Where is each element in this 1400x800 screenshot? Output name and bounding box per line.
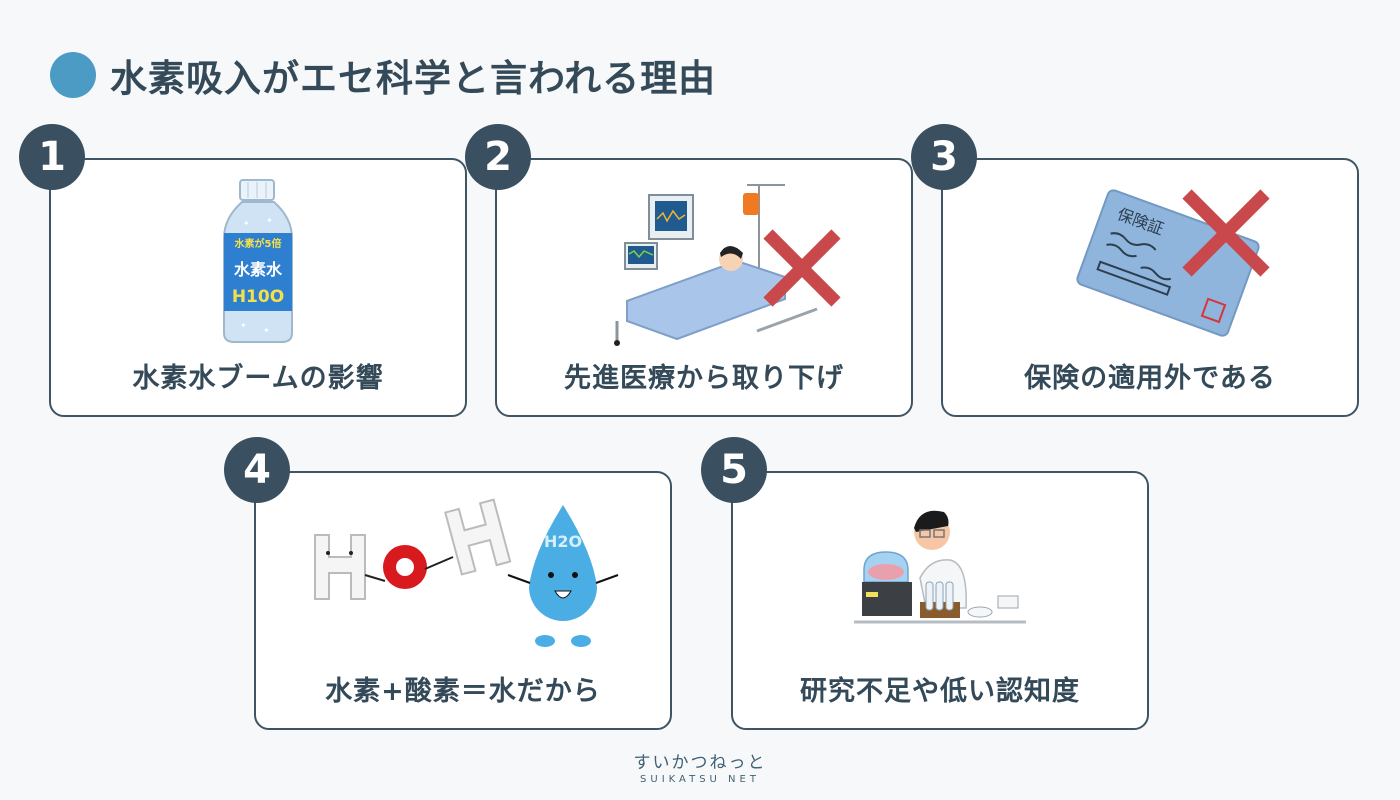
number-badge: 2 — [465, 124, 531, 190]
svg-text:水素が5倍: 水素が5倍 — [234, 237, 282, 250]
logo-english: SUIKATSU NET — [640, 774, 760, 785]
reason-card-4: 4 H2O 水素+酸素＝水だから — [224, 437, 672, 730]
card-label: 水素水ブームの影響 — [132, 363, 384, 394]
page-header: 水素吸入がエセ科学と言われる理由 — [50, 50, 716, 100]
svg-text:H10O: H10O — [232, 287, 284, 307]
number-badge: 1 — [19, 124, 85, 190]
card-label: 先進医療から取り下げ — [564, 363, 844, 394]
svg-text:水素水: 水素水 — [234, 260, 283, 279]
scientist-lab-illustration — [733, 493, 1147, 653]
h2o-characters-illustration: H2O — [256, 483, 670, 658]
card-label: 保険の適用外である — [1024, 363, 1276, 394]
site-logo: すいかつねっと SUIKATSU NET — [600, 748, 800, 785]
card-label: 水素+酸素＝水だから — [325, 676, 601, 707]
reason-card-3: 3 保険証 保険の適用外である — [911, 124, 1359, 417]
reason-card-1: 1 水素が5倍 水素水 H10O ✦ ✦ ✦ ✦ 水素水ブームの影響 — [19, 124, 467, 417]
cross-mark-icon — [1182, 189, 1270, 277]
number-badge: 4 — [224, 437, 290, 503]
insurance-card-illustration: 保険証 — [1053, 178, 1283, 348]
page-title: 水素吸入がエセ科学と言われる理由 — [110, 57, 717, 100]
cross-mark-icon — [763, 229, 841, 307]
card-label: 研究不足や低い認知度 — [800, 676, 1080, 707]
svg-text:✦: ✦ — [266, 216, 273, 225]
hospital-bed-illustration — [607, 178, 847, 348]
reason-card-5: 5 研究不足や低い認知度 — [701, 437, 1149, 730]
svg-text:✦: ✦ — [243, 219, 250, 228]
water-bottle-illustration: 水素が5倍 水素水 H10O ✦ ✦ ✦ ✦ — [51, 178, 465, 348]
svg-text:✦: ✦ — [263, 326, 270, 335]
number-badge: 5 — [701, 437, 767, 503]
reason-card-2: 2 先進医療から取り下げ — [465, 124, 913, 417]
logo-japanese: すいかつねっと — [633, 753, 767, 773]
svg-text:✦: ✦ — [240, 321, 247, 330]
number-badge: 3 — [911, 124, 977, 190]
svg-text:H2O: H2O — [544, 532, 582, 551]
title-bullet-icon — [50, 52, 96, 98]
